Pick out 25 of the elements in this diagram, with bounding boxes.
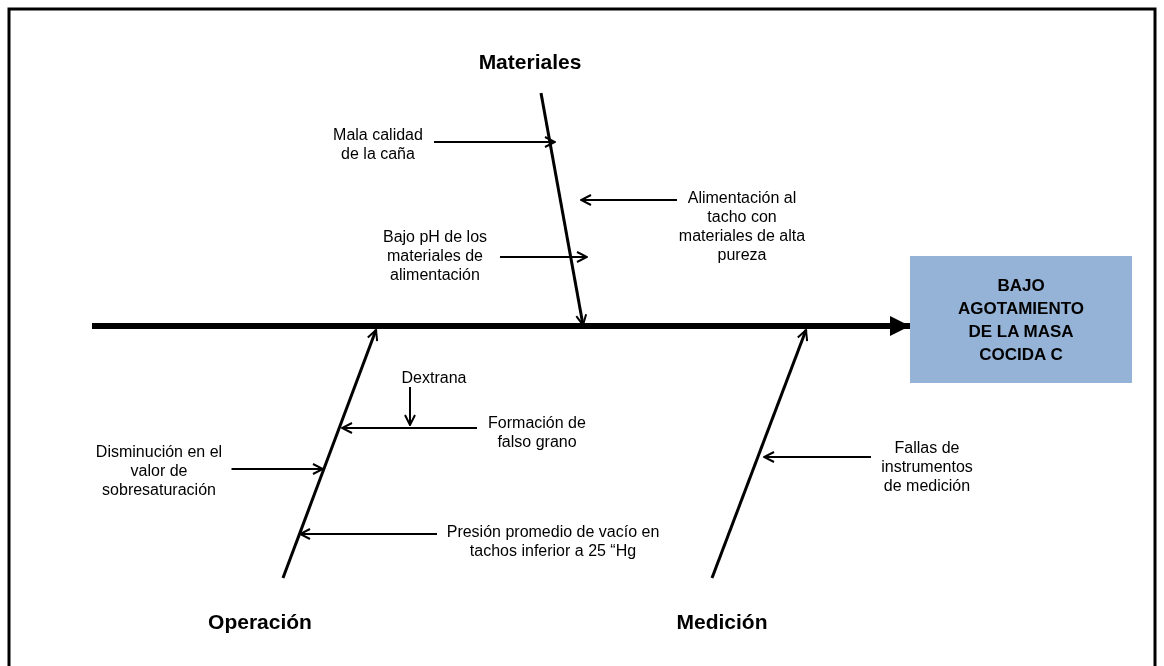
cause-arrow xyxy=(230,463,324,475)
cause-text: Presión promedio de vacío en tachos inferior a 25 “Hg xyxy=(445,522,661,560)
cause-text: Alimentación al tacho con materiales de alta pureza xyxy=(677,188,807,264)
cause-arrow xyxy=(763,451,872,463)
cause-text: Disminución en el valor de sobresaturación xyxy=(94,442,224,499)
category-label: Medición xyxy=(676,610,768,634)
bone-arrow xyxy=(539,92,588,326)
cause-arrow xyxy=(499,251,588,263)
effect-box xyxy=(910,256,1132,383)
cause-arrow xyxy=(433,136,556,148)
cause-arrow xyxy=(299,528,438,540)
cause-text: Fallas de instrumentos de medición xyxy=(880,438,974,495)
cause-arrow xyxy=(341,422,478,434)
effect-text: BAJO AGOTAMIENTO DE LA MASA COCIDA C xyxy=(957,274,1085,366)
bone-arrow xyxy=(281,329,379,579)
category-label: Materiales xyxy=(478,50,582,74)
cause-text: Formación de falso grano xyxy=(487,413,587,451)
spine-arrow xyxy=(92,316,910,336)
category-label: Operación xyxy=(208,610,312,634)
cause-arrow xyxy=(404,386,416,426)
bone-arrow xyxy=(710,329,809,579)
cause-arrow xyxy=(580,194,678,206)
cause-text: Dextrana xyxy=(401,368,467,387)
cause-text: Bajo pH de los materiales de alimentación xyxy=(381,227,489,284)
cause-text: Mala calidad de la caña xyxy=(332,125,424,163)
